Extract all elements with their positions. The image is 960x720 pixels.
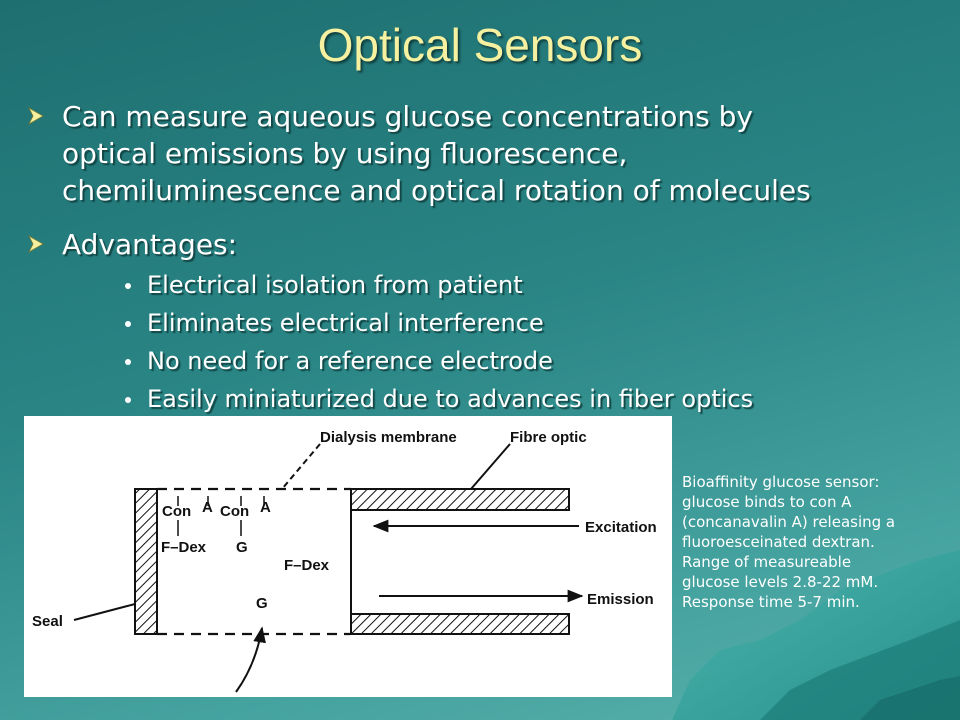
bullet-advantages: Advantages:: [28, 226, 938, 266]
bullet-measure-glucose: Can measure aqueous glucose concentratio…: [28, 98, 938, 213]
leader-seal: [73, 603, 136, 621]
glucose-entry-arrow: [235, 626, 266, 693]
label-a-2: A: [260, 499, 271, 516]
fibre-optic-bottom-wall: [350, 613, 570, 635]
label-f-dex-bound: F–Dex: [161, 539, 207, 556]
bullet-text: Advantages:: [62, 228, 238, 261]
bullet-text: Can measure aqueous glucose concentratio…: [62, 98, 942, 209]
label-g-free: G: [256, 595, 268, 612]
fibre-optic-top-wall: [350, 488, 570, 511]
bullet-line: chemiluminescence and optical rotation o…: [62, 174, 811, 207]
subbullet-text: No need for a reference electrode: [147, 347, 553, 375]
caption-line: glucose levels 2.8-22 mM.: [682, 573, 879, 591]
arrow-bullet-icon: [28, 107, 44, 125]
dot-bullet-icon: [125, 283, 131, 289]
dot-bullet-icon: [125, 321, 131, 327]
caption-line: fluoroesceinated dextran.: [682, 533, 875, 551]
diagram-caption: Bioaffinity glucose sensor: glucose bind…: [682, 472, 952, 612]
label-con-2: Con: [220, 503, 249, 520]
caption-line: Bioaffinity glucose sensor:: [682, 473, 880, 491]
label-emission: Emission: [587, 591, 654, 608]
slide-title: Optical Sensors: [317, 19, 643, 71]
label-excitation: Excitation: [585, 519, 657, 536]
sensor-diagram: Dialysis membrane Fibre optic Con A Con …: [24, 416, 672, 697]
subbullet-text: Eliminates electrical interference: [147, 309, 544, 337]
caption-line: (concanavalin A) releasing a: [682, 513, 896, 531]
bullet-line: optical emissions by using fluorescence,: [62, 137, 628, 170]
label-f-dex-free: F–Dex: [284, 557, 330, 574]
subbullet-text: Electrical isolation from patient: [147, 271, 523, 299]
sensor-diagram-svg: Dialysis membrane Fibre optic Con A Con …: [32, 429, 657, 693]
label-seal: Seal: [32, 613, 63, 630]
label-a-1: A: [202, 499, 213, 516]
arrow-bullet-icon: [28, 235, 44, 253]
dot-bullet-icon: [125, 397, 131, 403]
label-fibre-optic: Fibre optic: [510, 429, 587, 446]
label-con-1: Con: [162, 503, 191, 520]
caption-line: glucose binds to con A: [682, 493, 852, 511]
label-g-bound: G: [236, 539, 248, 556]
leader-fibre: [470, 443, 511, 490]
label-dialysis-membrane: Dialysis membrane: [320, 429, 457, 446]
leader-dialysis: [281, 443, 321, 490]
bullet-line: Can measure aqueous glucose concentratio…: [62, 100, 753, 133]
caption-line: Response time 5-7 min.: [682, 593, 860, 611]
subbullet-text: Easily miniaturized due to advances in f…: [147, 385, 754, 413]
caption-line: Range of measureable: [682, 553, 852, 571]
seal-wall: [134, 488, 158, 635]
dot-bullet-icon: [125, 359, 131, 365]
